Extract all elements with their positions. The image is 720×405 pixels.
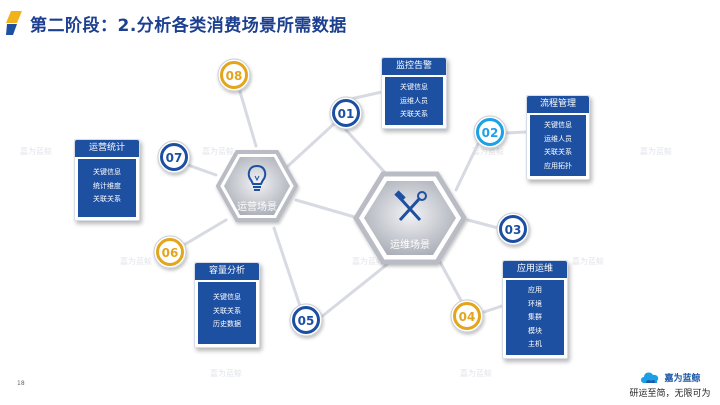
box-item: 集群 [528, 313, 542, 321]
box-title: 容量分析 [195, 263, 259, 280]
box-item: 关联关系 [93, 195, 121, 203]
connector-line [344, 128, 392, 180]
node-07: 07 [157, 140, 191, 174]
brand-block: 嘉为蓝鲸 研运至简，无限可为 [622, 370, 718, 399]
box-item: 关键信息 [93, 168, 121, 176]
box-item: 关键信息 [544, 121, 572, 129]
box-item: 历史数据 [213, 320, 241, 328]
connector-line [318, 260, 392, 320]
node-number: 02 [482, 126, 499, 140]
box-monitor-alert: 监控告警 关键信息 运维人员 关联关系 [381, 57, 447, 129]
box-operations-stats: 运营统计 关键信息 统计维度 关联关系 [74, 139, 140, 221]
watermark: 嘉为蓝鲸 [20, 147, 52, 156]
box-item: 统计维度 [93, 181, 121, 190]
watermark: 嘉为蓝鲸 [120, 257, 152, 266]
box-process-mgmt: 流程管理 关键信息 运维人员 关联关系 应用拓扑 [526, 95, 590, 180]
box-item: 关联关系 [213, 306, 241, 315]
title-accent-icon [6, 11, 22, 35]
connector-line [438, 260, 466, 308]
box-item: 主机 [528, 340, 542, 348]
node-02: 02 [473, 115, 507, 149]
node-number: 04 [459, 310, 476, 324]
box-item: 模块 [528, 326, 542, 335]
box-title: 流程管理 [527, 96, 589, 113]
page-number: 18 [17, 380, 25, 387]
box-item: 关联关系 [400, 110, 428, 118]
box-title: 运营统计 [75, 140, 139, 157]
box-items: 关键信息 运维人员 关联关系 应用拓扑 [530, 113, 586, 176]
box-app-ops: 应用运维 应用 环境 集群 模块 主机 [502, 260, 568, 359]
box-item: 关键信息 [213, 293, 241, 301]
connector-line [454, 142, 480, 192]
box-items: 关键信息 统计维度 关联关系 [78, 157, 136, 217]
box-title: 监控告警 [382, 58, 446, 75]
node-05: 05 [289, 303, 323, 337]
watermark: 嘉为蓝鲸 [210, 369, 242, 378]
hub-ops: 运营场景 [215, 150, 299, 222]
node-number: 08 [226, 69, 243, 83]
box-items: 关键信息 运维人员 关联关系 [385, 75, 443, 125]
watermark: 嘉为蓝鲸 [202, 147, 234, 156]
brand-logo: 嘉为蓝鲸 [622, 370, 718, 384]
node-number: 07 [166, 151, 183, 165]
connector-lines [170, 76, 528, 320]
node-01: 01 [329, 96, 363, 130]
node-number: 06 [162, 246, 179, 260]
watermark: 嘉为蓝鲸 [572, 257, 604, 266]
node-06: 06 [153, 235, 187, 269]
watermark: 嘉为蓝鲸 [640, 147, 672, 156]
node-number: 03 [505, 223, 522, 237]
box-items: 关键信息 关联关系 历史数据 [198, 280, 256, 344]
box-item: 应用 [528, 286, 542, 294]
box-capacity-analysis: 容量分析 关键信息 关联关系 历史数据 [194, 262, 260, 348]
brand-slogan: 研运至简，无限可为 [629, 389, 711, 399]
watermark: 嘉为蓝鲸 [352, 257, 384, 266]
box-items: 应用 环境 集群 模块 主机 [506, 278, 564, 355]
connector-line [286, 120, 338, 168]
box-item: 运维人员 [400, 96, 428, 105]
hub-label: 运营场景 [237, 200, 277, 213]
watermark: 嘉为蓝鲸 [472, 147, 504, 156]
node-03: 03 [496, 212, 530, 246]
node-number: 01 [338, 107, 355, 121]
box-item: 关联关系 [544, 148, 572, 156]
hub-maint: 运维场景 [353, 171, 467, 265]
box-item: 运维人员 [544, 134, 572, 143]
lightbulb-icon [247, 164, 267, 191]
connector-line [272, 226, 306, 320]
box-title: 应用运维 [503, 261, 567, 278]
hammer-wrench-icon [394, 190, 427, 222]
connector-line [466, 218, 500, 230]
title-bar: 第二阶段：2.分析各类消费场景所需数据 [6, 8, 347, 38]
hub-label: 运维场景 [390, 238, 430, 251]
node-04: 04 [450, 299, 484, 333]
node-number: 05 [298, 314, 315, 328]
box-item: 应用拓扑 [544, 161, 572, 170]
brand-name: 嘉为蓝鲸 [664, 373, 701, 384]
box-item: 关键信息 [400, 83, 428, 91]
watermark: 嘉为蓝鲸 [460, 369, 492, 378]
connector-line [294, 198, 360, 220]
cloud-logo-icon [641, 372, 659, 383]
node-08: 08 [217, 58, 251, 92]
page-title: 第二阶段：2.分析各类消费场景所需数据 [30, 15, 347, 36]
box-item: 环境 [528, 299, 542, 308]
